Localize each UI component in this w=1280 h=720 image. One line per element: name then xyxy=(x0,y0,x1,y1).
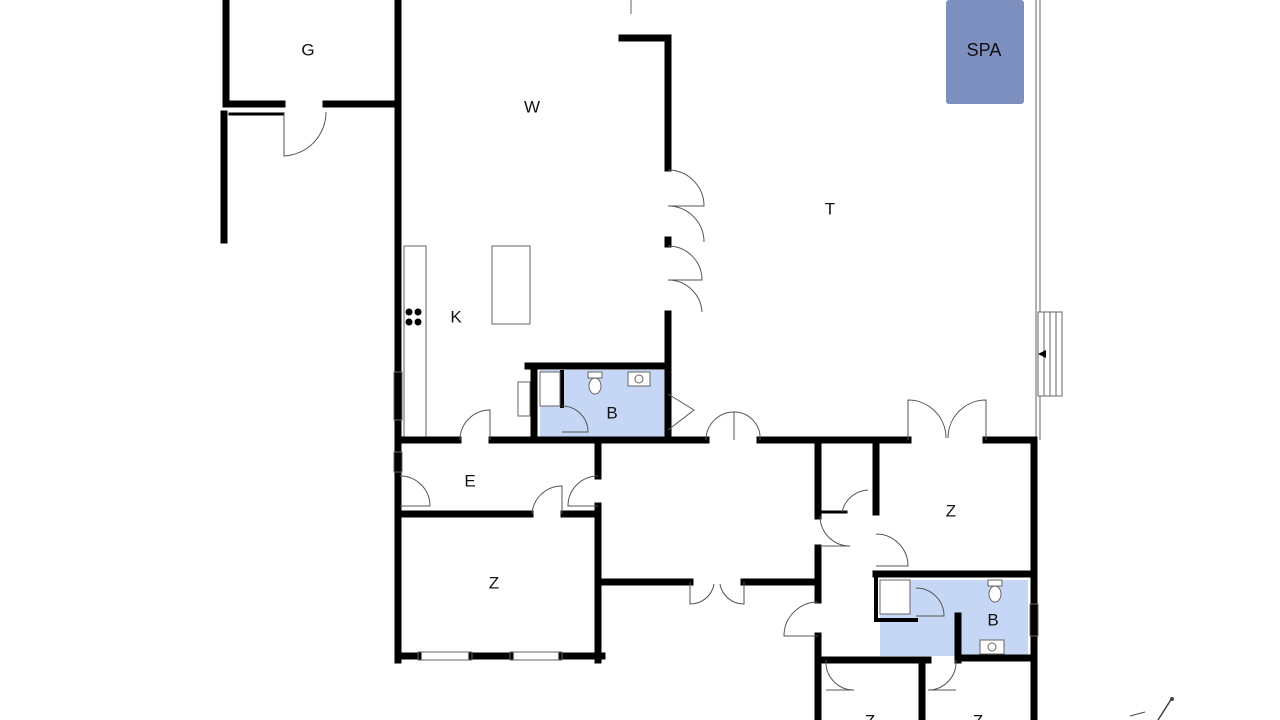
garage-walls xyxy=(220,0,402,244)
hall-walls xyxy=(598,436,880,720)
room-label-bath1: B xyxy=(606,403,617,422)
room-label-terrace: T xyxy=(825,199,835,218)
terrace-doors[interactable] xyxy=(667,169,705,313)
living-walls xyxy=(394,0,672,664)
bedroom1-door[interactable] xyxy=(531,485,563,515)
center-walls xyxy=(394,436,1038,720)
sink-icon xyxy=(979,639,1005,655)
garage-door[interactable] xyxy=(283,111,327,157)
entrance-inner-door[interactable] xyxy=(459,409,491,441)
entrance-walls xyxy=(394,436,606,664)
hall-double-door[interactable] xyxy=(705,411,761,441)
bedroom3-door[interactable] xyxy=(825,659,855,691)
bath2-door[interactable] xyxy=(915,587,945,617)
bath1-door[interactable] xyxy=(667,393,695,431)
north-arrow-icon xyxy=(1129,697,1174,720)
bath1-walls xyxy=(524,362,672,442)
bedroom2-walls xyxy=(814,570,1038,720)
room-label-bedroom1: Z xyxy=(489,573,499,592)
room-label-entrance: E xyxy=(464,471,475,490)
bedroom4-door[interactable] xyxy=(927,659,957,691)
room-label-bedroom2: Z xyxy=(946,501,956,520)
front-door[interactable] xyxy=(399,475,431,507)
room-label-bath2: B xyxy=(987,610,998,629)
bedroom2-double-door[interactable] xyxy=(907,399,987,440)
stove-icon xyxy=(405,308,422,326)
spa-label: SPA xyxy=(967,40,1002,60)
room-label-bedroom3: Z xyxy=(865,711,875,720)
toilet-icon xyxy=(987,579,1003,603)
toilet-icon xyxy=(587,371,603,395)
hall-door[interactable] xyxy=(567,475,599,507)
spa-area xyxy=(946,0,1024,104)
stairs-icon xyxy=(1037,311,1063,397)
sink-icon xyxy=(627,371,651,387)
room-label-garage: G xyxy=(301,40,314,59)
room-label-bedroom4: Z xyxy=(973,711,983,720)
room-label-living: W xyxy=(524,97,540,116)
hall-lower-doors[interactable] xyxy=(689,489,909,637)
room-label-kitchen: K xyxy=(450,307,462,326)
